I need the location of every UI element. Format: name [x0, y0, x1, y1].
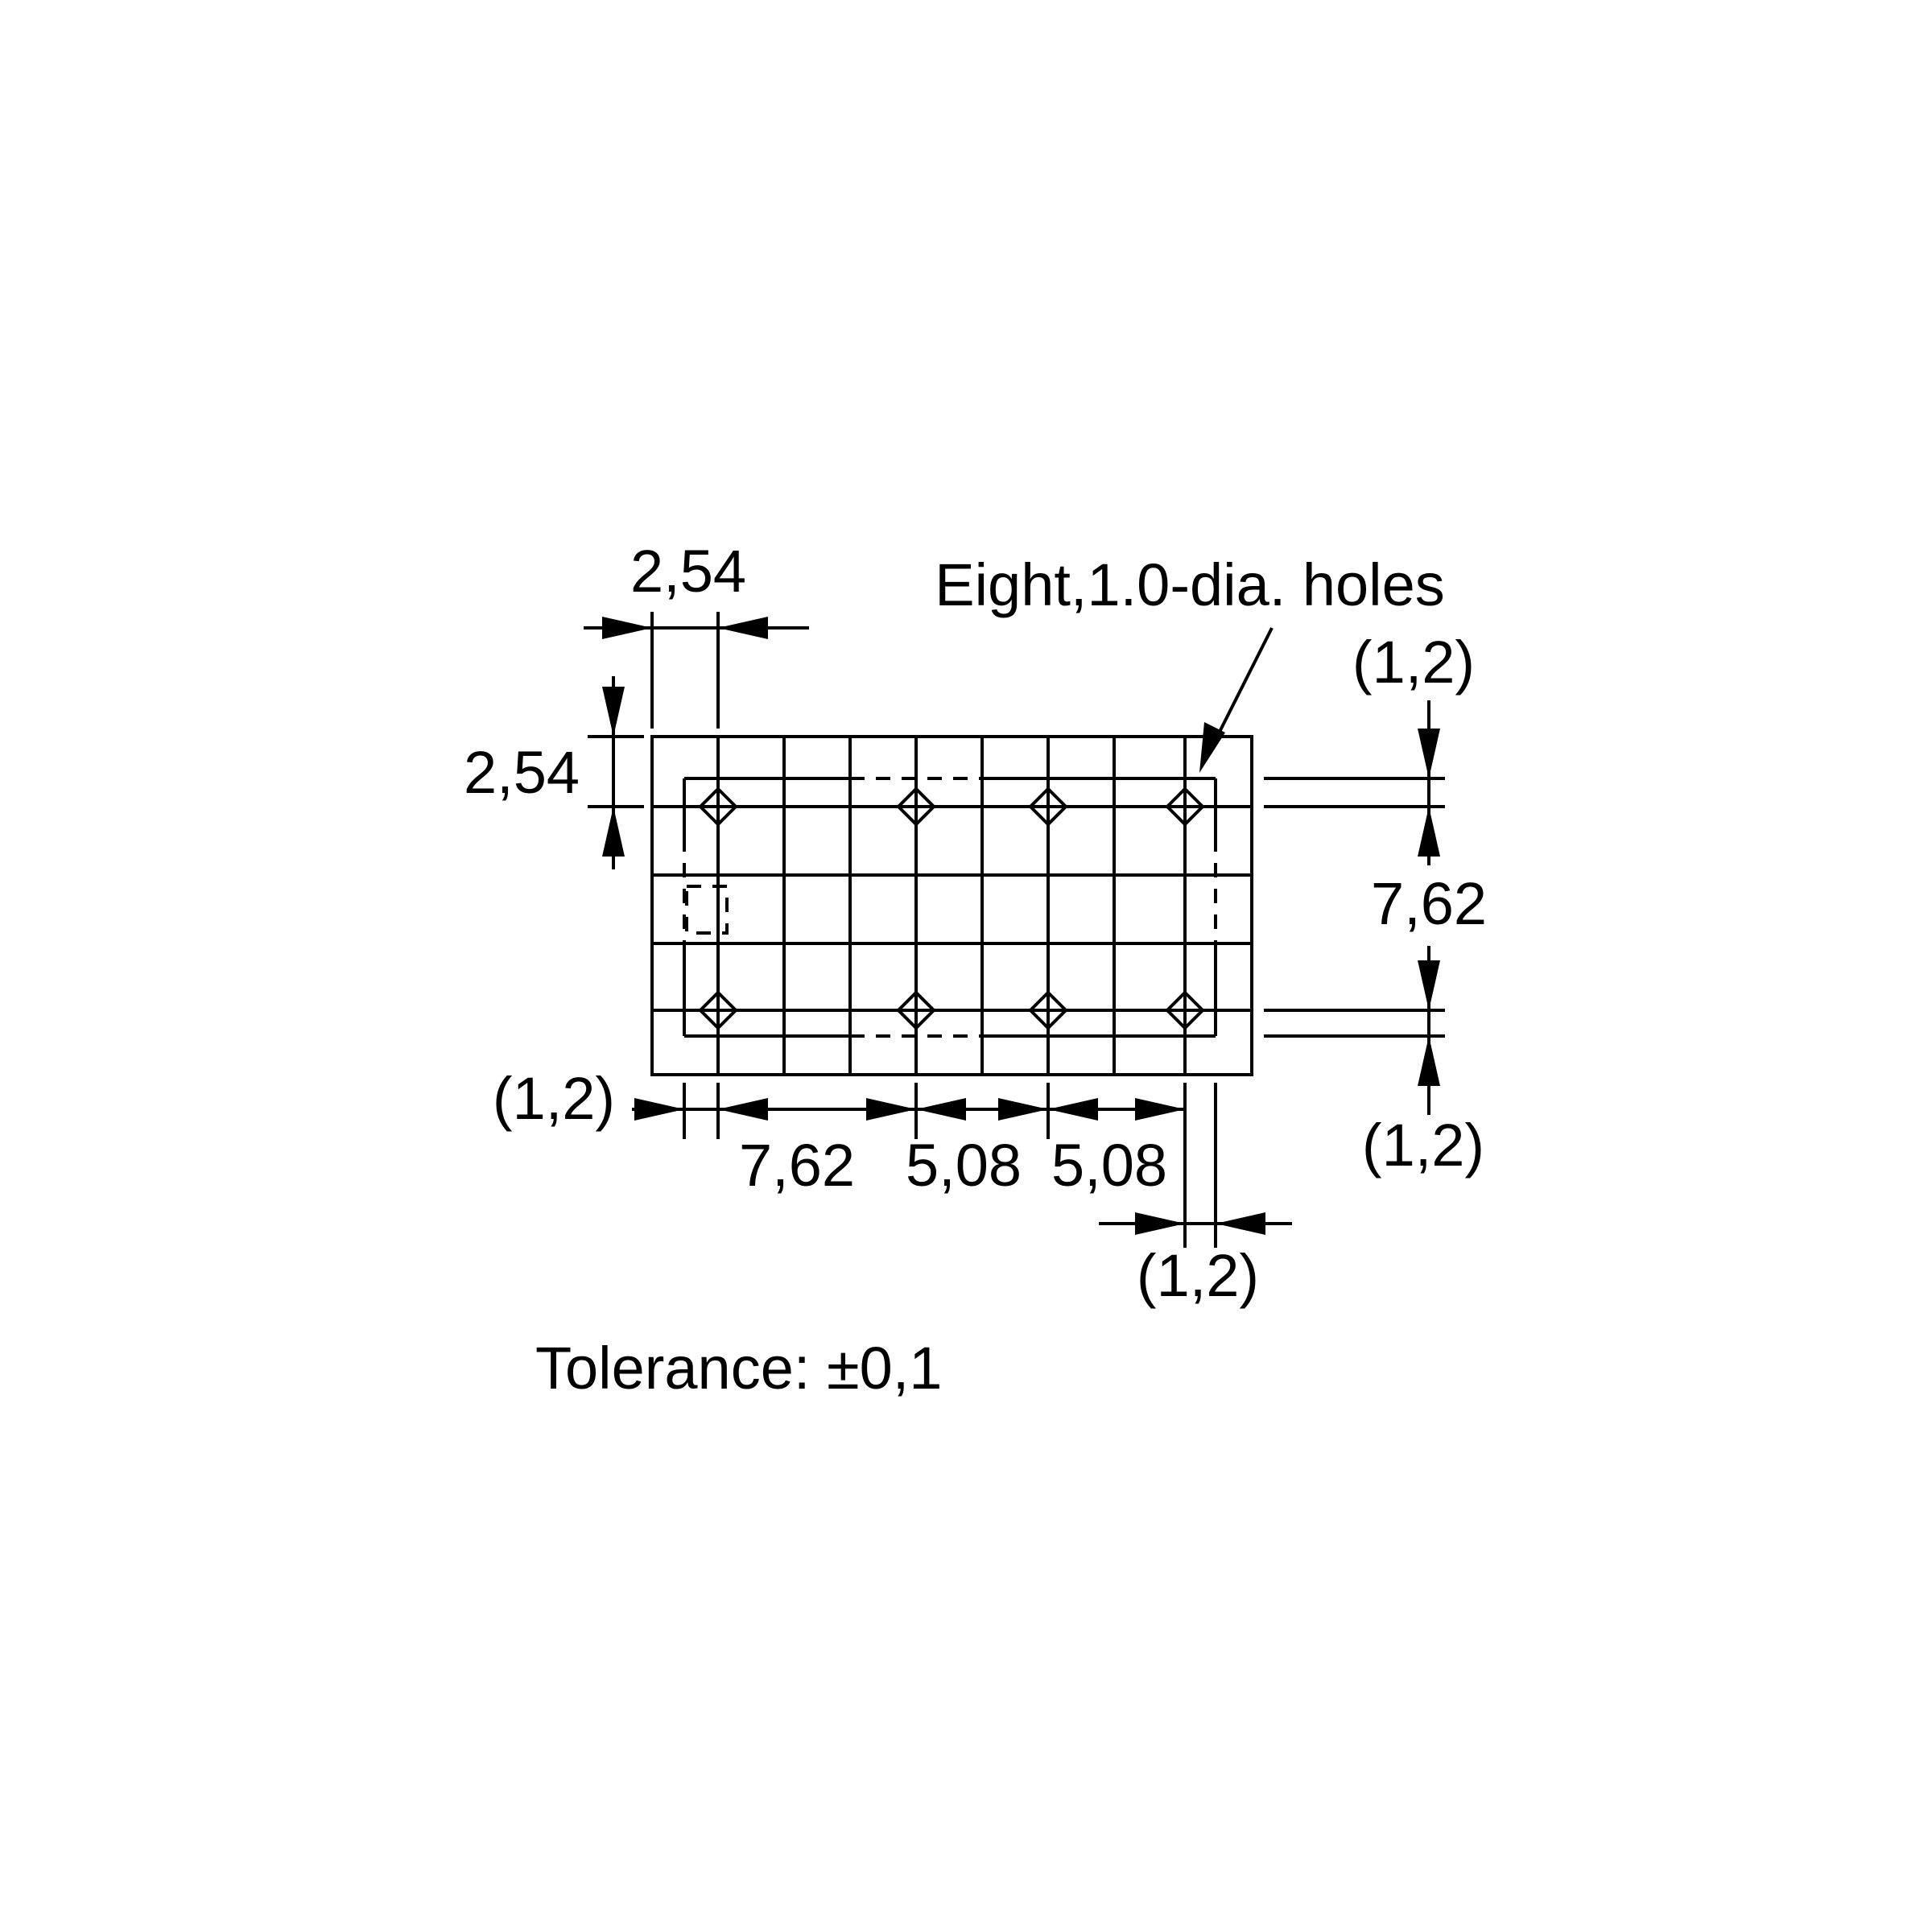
label-holes-note: Eight,1.0-dia. holes [935, 551, 1445, 618]
dim-bottom-chain [632, 1083, 1217, 1248]
component-outline [650, 735, 1253, 1076]
label-margin-left-bottom: (1,2) [493, 1065, 615, 1132]
label-tolerance: Tolerance: ±0,1 [535, 1335, 942, 1402]
hole-8 [1165, 990, 1205, 1030]
hole-2 [896, 786, 936, 827]
label-spacing-1: 7,62 [739, 1132, 855, 1199]
hole-7 [1028, 990, 1068, 1030]
holes [698, 786, 1205, 1030]
label-margin-right-bottom: (1,2) [1137, 1242, 1259, 1309]
hole-3 [1028, 786, 1068, 827]
grid-lines [652, 737, 1252, 1075]
label-spacing-3: 5,08 [1051, 1132, 1167, 1199]
label-spacing-2: 5,08 [906, 1132, 1022, 1199]
label-pitch-side: 2,54 [464, 739, 580, 806]
label-row-spacing: 7,62 [1371, 870, 1487, 937]
dim-right-chain [1264, 700, 1445, 1115]
hole-6 [896, 990, 936, 1030]
hole-5 [698, 990, 738, 1030]
relay-body-outline [683, 777, 1217, 1038]
hole-4 [1165, 786, 1205, 827]
label-margin-top-right: (1,2) [1352, 629, 1475, 696]
label-pitch-top: 2,54 [630, 538, 746, 605]
dim-top-pitch [584, 612, 809, 729]
holes-leader [1199, 627, 1274, 773]
orientation-mark [685, 885, 729, 935]
dim-bottom-right [1099, 1212, 1292, 1235]
dim-left-pitch [588, 676, 644, 869]
label-margin-bottom-right: (1,2) [1362, 1112, 1484, 1179]
hole-1 [698, 786, 738, 827]
